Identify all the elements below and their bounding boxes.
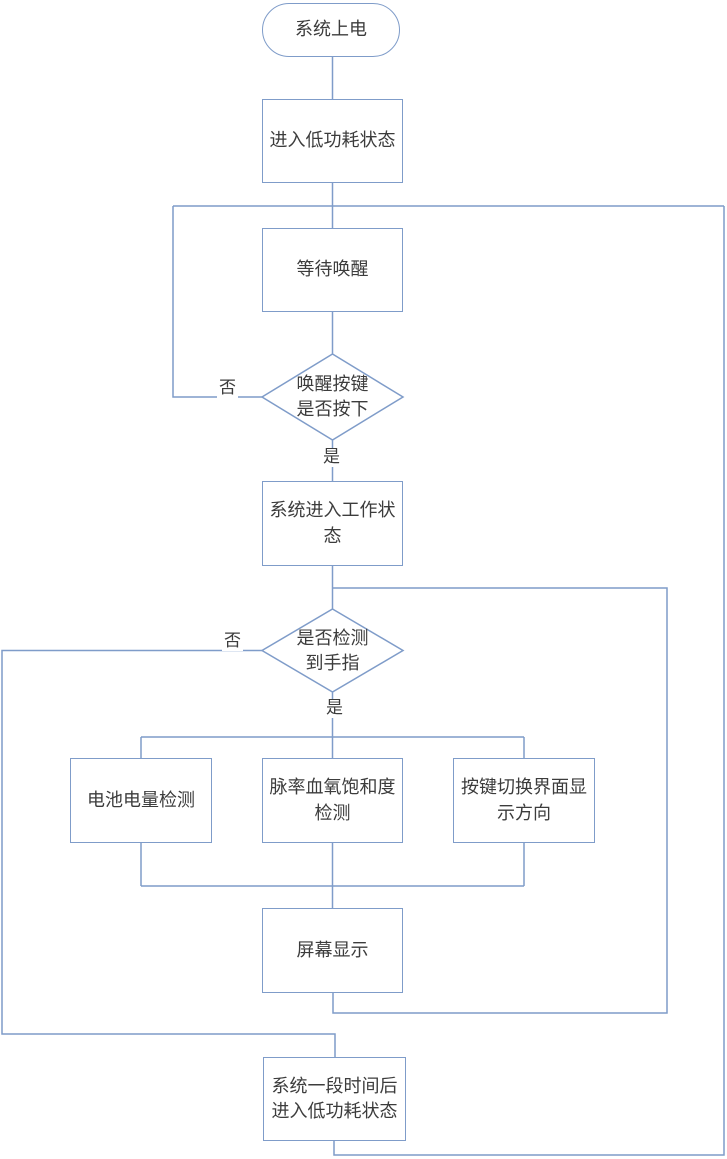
edge-decision2-no-loop [1,649,336,1057]
node-wait-wakeup: 等待唤醒 [262,228,403,312]
edge-timeout-loop [333,206,725,1156]
node-enter-low-power: 进入低功耗状态 [262,99,403,183]
node-key-switch-display-direction: 按键切换界面显 示方向 [453,758,595,843]
node-pulse-spo2-check: 脉率血氧饱和度 检测 [262,758,403,843]
decision-finger-label: 是否检测 到手指 [296,627,369,673]
edge-label-wake-yes: 是 [321,447,342,467]
node-system-working-state: 系统进入工作状 态 [262,481,403,566]
decision-wake-key-label: 唤醒按键 是否按下 [296,373,369,419]
node-system-power-on: 系统上电 [262,3,400,57]
node-timeout-enter-low-power: 系统一段时间后 进入低功耗状态 [263,1057,406,1141]
decision-wake-key-shape [260,353,405,441]
node-battery-level-check: 电池电量检测 [70,758,212,843]
edge-label-finger-no: 否 [222,631,243,651]
edge-decision1-no-loop [172,206,262,398]
node-screen-display: 屏幕显示 [262,908,403,993]
edge-screen-return-loop [332,587,668,1014]
edge-label-finger-yes: 是 [324,698,345,718]
decision-finger-shape [260,608,405,693]
edge-label-wake-no: 否 [217,378,238,398]
